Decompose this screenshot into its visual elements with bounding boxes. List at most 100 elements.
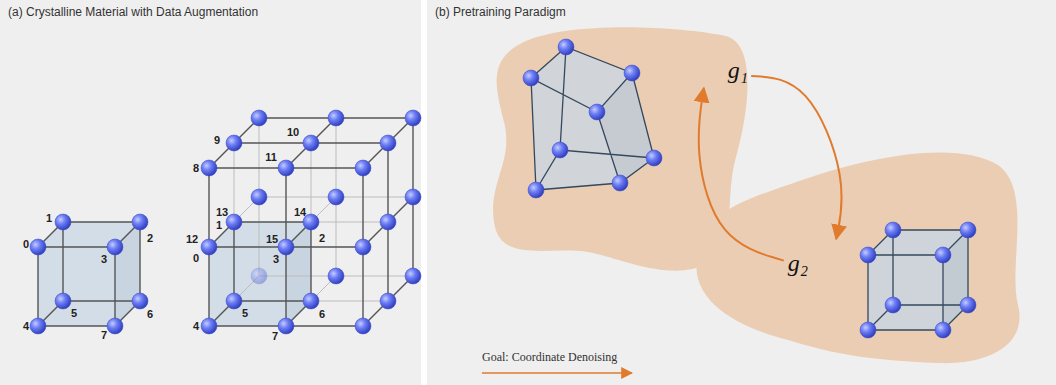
atom [860, 322, 876, 338]
cell-edge [311, 142, 388, 143]
cell-face [209, 247, 286, 326]
atom-index: 7 [272, 331, 278, 342]
cell-edge [259, 276, 336, 277]
atom [303, 135, 319, 151]
cell-edge [311, 222, 388, 223]
atom-index: 0 [23, 239, 29, 250]
atom-index: 9 [214, 135, 220, 146]
cell-edge [208, 168, 209, 247]
atom [251, 110, 267, 126]
cell-edge [286, 246, 363, 247]
atom [355, 160, 371, 176]
group-symbol: g₁ [728, 58, 748, 82]
atom-index: 5 [242, 308, 248, 319]
panel: (b) Pretraining Paradigmg₁g₂ [427, 0, 1056, 385]
cell-edge [310, 222, 311, 301]
atom [201, 239, 217, 255]
cell-edge [387, 143, 388, 222]
atom [355, 239, 371, 255]
cell-face [38, 247, 115, 326]
cell-edge [209, 325, 286, 326]
atom [201, 318, 217, 334]
atom [589, 104, 605, 120]
panel-title: (a) Crystalline Material with Data Augme… [8, 5, 258, 19]
atom [558, 39, 574, 55]
atom [552, 142, 568, 158]
atom-index: 6 [147, 309, 153, 320]
atom-index: 7 [101, 330, 107, 341]
cell-edge [233, 222, 234, 301]
group-region: g₂ [668, 145, 1033, 367]
atom [278, 160, 294, 176]
cell-edge [259, 197, 260, 276]
atom [380, 135, 396, 151]
cell-edge [63, 300, 140, 301]
atom [303, 293, 319, 309]
cell-edge [259, 197, 336, 198]
cell-edge [362, 247, 363, 326]
cell-edge [285, 247, 286, 326]
atom [226, 135, 242, 151]
cell-edge [412, 197, 413, 276]
atom-index: 1 [46, 213, 52, 224]
cell-edge [38, 246, 115, 247]
cell-edge [285, 168, 286, 247]
cell-edges [531, 47, 654, 190]
atom-index: 6 [319, 309, 325, 320]
cell-edge [208, 247, 209, 326]
atom-index: 2 [319, 233, 325, 244]
cell-edge [139, 222, 140, 301]
atom [226, 293, 242, 309]
goal-arrow [482, 372, 632, 374]
cell-edge [114, 247, 115, 326]
atom [405, 189, 421, 205]
atom-index: 8 [193, 163, 199, 174]
cell-edge [234, 143, 235, 222]
atom [107, 318, 123, 334]
atom [624, 65, 640, 81]
atom-index: 5 [71, 308, 77, 319]
atom [226, 214, 242, 230]
cell-edge [286, 167, 363, 168]
cell-face [943, 230, 968, 330]
atom [646, 150, 662, 166]
cell-edge [259, 118, 260, 197]
atom [278, 318, 294, 334]
cell-edge [259, 117, 336, 118]
atom [30, 239, 46, 255]
atom [251, 189, 267, 205]
atom [328, 189, 344, 205]
atom [107, 239, 123, 255]
atom [528, 182, 544, 198]
atom [405, 110, 421, 126]
atom [960, 222, 976, 238]
atom [132, 293, 148, 309]
atom-index: 1 [216, 220, 222, 231]
cell-edge [286, 325, 363, 326]
atom-index: 2 [147, 233, 153, 244]
distorted-cell [523, 39, 662, 198]
cell-edge [336, 197, 413, 198]
cell-edge [336, 117, 413, 118]
cell-edge [63, 221, 140, 222]
cell-edge [234, 142, 311, 143]
cell-edge [209, 167, 286, 168]
cell-edges [868, 230, 968, 330]
cell-edge [336, 118, 337, 197]
cell-edge [336, 276, 413, 277]
cell-edge [37, 247, 38, 326]
atom-index: 4 [193, 321, 199, 332]
atom [612, 175, 628, 191]
cell-edge [336, 197, 337, 276]
atom [523, 70, 539, 86]
atom-index: 3 [101, 254, 107, 265]
region-outline [668, 145, 1033, 367]
cell-edge [209, 246, 286, 247]
cell-face [115, 222, 140, 326]
cell-edge [38, 325, 115, 326]
cell-edge [311, 143, 312, 222]
cell-edge [362, 168, 363, 247]
transform-arrow [751, 76, 842, 239]
atom [132, 214, 148, 230]
